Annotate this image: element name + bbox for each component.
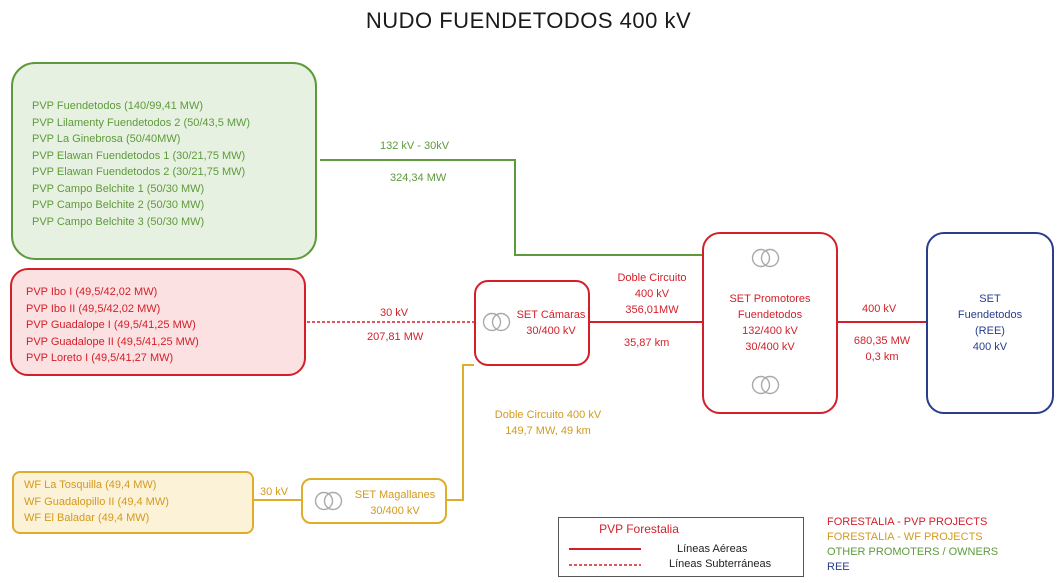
- list-item: PVP Ibo I (49,5/42,02 MW): [26, 286, 158, 298]
- list-item: PVP Guadalope I (49,5/41,25 MW): [26, 319, 196, 331]
- set-camaras-name: SET Cámaras: [516, 309, 586, 321]
- set-ree-line: SET: [979, 293, 1001, 305]
- link-label-line: Doble Circuito: [617, 272, 687, 284]
- set-promotores-label: SET Promotores Fuendetodos 132/400 kV 30…: [704, 291, 836, 355]
- green-group-box: [11, 62, 317, 260]
- transformer-icon: [751, 248, 780, 268]
- yellow-group-list: WF La Tosquilla (49,4 MW) WF Guadalopill…: [24, 477, 169, 527]
- line-magallanes-to-camaras: [447, 364, 474, 501]
- link-label-line: 149,7 MW, 49 km: [505, 425, 591, 437]
- link-label-line: 0,3 km: [865, 351, 899, 363]
- red-group-box: [10, 268, 306, 376]
- set-ree-line: Fuendetodos: [957, 309, 1023, 321]
- line-type-legend: PVP Forestalia Líneas Aéreas Líneas Subt…: [558, 517, 804, 577]
- set-magallanes-label: SET Magallanes 30/400 kV: [348, 487, 442, 519]
- owners-legend: FORESTALIA - PVP PROJECTS FORESTALIA - W…: [827, 515, 998, 575]
- set-ree-box: [926, 232, 1054, 414]
- link-camaras-promotores-label: Doble Circuito 400 kV 356,01MW: [612, 270, 692, 318]
- list-item: PVP Fuendetodos (140/99,41 MW): [32, 100, 204, 112]
- line-green-to-promotores: [320, 159, 702, 256]
- owner-ree: REE: [827, 561, 850, 573]
- legend-title: PVP Forestalia: [599, 522, 679, 536]
- set-promotores-line: Fuendetodos: [737, 309, 803, 321]
- set-promotores-line: 132/400 kV: [742, 325, 798, 337]
- link-magallanes-camaras-label: Doble Circuito 400 kV 149,7 MW, 49 km: [468, 407, 628, 439]
- red-line-power: 207,81 MW: [367, 331, 424, 343]
- set-promotores-line: 30/400 kV: [745, 341, 795, 353]
- link-promotores-ree-label: 680,35 MW 0,3 km: [842, 333, 922, 365]
- list-item: PVP La Ginebrosa (50/40MW): [32, 133, 181, 145]
- list-item: WF La Tosquilla (49,4 MW): [24, 479, 157, 491]
- transformer-icon: [314, 491, 343, 511]
- legend-aerial-label: Líneas Aéreas: [677, 543, 748, 555]
- legend-underground-label: Líneas Subterráneas: [669, 558, 772, 570]
- green-line-voltage: 132 kV - 30kV: [380, 140, 450, 152]
- red-line-voltage: 30 kV: [380, 307, 409, 319]
- list-item: PVP Ibo II (49,5/42,02 MW): [26, 302, 161, 315]
- set-ree-line: (REE): [975, 325, 1005, 337]
- legend-swatches: [569, 548, 641, 566]
- list-item: WF Guadalopillo II (49,4 MW): [24, 495, 169, 508]
- list-item: PVP Elawan Fuendetodos 1 (30/21,75 MW): [32, 149, 246, 162]
- set-camaras-label: SET Cámaras 30/400 kV: [515, 307, 587, 339]
- set-magallanes-voltage: 30/400 kV: [370, 505, 420, 517]
- set-magallanes-box: [301, 478, 447, 524]
- green-line-power: 324,34 MW: [390, 172, 447, 184]
- link-label-line: 680,35 MW: [853, 335, 911, 347]
- red-group-list: PVP Ibo I (49,5/42,02 MW) PVP Ibo II (49…: [26, 284, 199, 367]
- set-camaras-voltage: 30/400 kV: [526, 325, 576, 337]
- yellow-line-voltage: 30 kV: [260, 486, 289, 498]
- transformer-icon: [482, 312, 511, 332]
- list-item: PVP Elawan Fuendetodos 2 (30/21,75 MW): [32, 166, 246, 178]
- list-item: PVP Loreto I (49,5/41,27 MW): [26, 352, 174, 364]
- set-camaras-box: [474, 280, 590, 366]
- transformer-icon: [751, 375, 780, 395]
- link-label-line: 400 kV: [634, 288, 670, 300]
- diagram-title: NUDO FUENDETODOS 400 kV: [365, 8, 692, 33]
- owner-pvp: FORESTALIA - PVP PROJECTS: [827, 516, 988, 528]
- list-item: WF El Baladar (49,4 MW): [24, 512, 150, 524]
- set-ree-label: SET Fuendetodos (REE) 400 kV: [928, 291, 1052, 355]
- set-ree-line: 400 kV: [972, 341, 1008, 353]
- list-item: PVP Campo Belchite 2 (50/30 MW): [32, 199, 205, 211]
- link-camaras-promotores-distance: 35,87 km: [624, 337, 670, 349]
- green-group-list: PVP Fuendetodos (140/99,41 MW) PVP Lilam…: [32, 98, 250, 230]
- owner-wf: FORESTALIA - WF PROJECTS: [827, 531, 983, 543]
- set-promotores-line: SET Promotores: [729, 293, 811, 305]
- link-label-line: 356,01MW: [625, 304, 679, 316]
- list-item: PVP Lilamenty Fuendetodos 2 (50/43,5 MW): [32, 116, 251, 129]
- set-magallanes-name: SET Magallanes: [354, 489, 436, 501]
- yellow-group-box: [12, 471, 254, 534]
- list-item: PVP Campo Belchite 3 (50/30 MW): [32, 215, 205, 228]
- link-promotores-ree-voltage: 400 kV: [862, 303, 897, 315]
- owner-other: OTHER PROMOTERS / OWNERS: [827, 546, 999, 558]
- list-item: PVP Guadalope II (49,5/41,25 MW): [26, 335, 199, 348]
- list-item: PVP Campo Belchite 1 (50/30 MW): [32, 182, 205, 195]
- link-label-line: Doble Circuito 400 kV: [494, 409, 602, 421]
